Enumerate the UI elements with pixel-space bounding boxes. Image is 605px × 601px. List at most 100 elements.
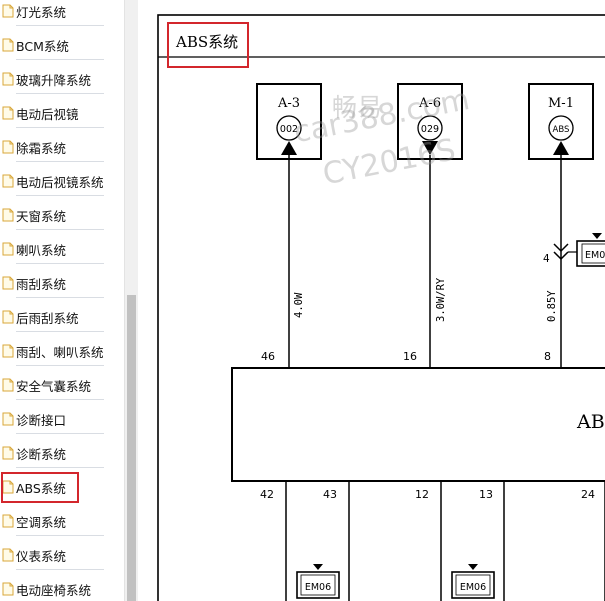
sidebar-item-label: 电动后视镜: [16, 106, 79, 122]
wire-label-m1: 0.85Y: [546, 290, 558, 322]
item-divider: [16, 263, 104, 264]
sidebar-item[interactable]: 除霜系统: [0, 132, 124, 162]
sidebar-item[interactable]: 诊断接口: [0, 404, 124, 434]
file-icon: [2, 344, 14, 358]
sidebar-item[interactable]: 空调系统: [0, 506, 124, 536]
sidebar-item-label: 雨刮、喇叭系统: [16, 344, 104, 360]
file-icon: [2, 378, 14, 392]
file-icon: [2, 140, 14, 154]
sidebar-item-label: 喇叭系统: [16, 242, 67, 258]
connector-a3-code: 002: [280, 124, 298, 135]
file-icon: [2, 310, 14, 324]
connector-a6-code: 029: [421, 124, 439, 135]
sidebar-item-label: 诊断系统: [16, 446, 67, 462]
item-divider: [16, 93, 104, 94]
sidebar-item-label: 诊断接口: [16, 412, 67, 428]
sidebar-item[interactable]: 天窗系统: [0, 200, 124, 230]
sidebar-item-label: BCM系统: [16, 38, 69, 54]
sidebar-scrollbar[interactable]: [124, 0, 138, 601]
ground-connector-em06-left[interactable]: EM06: [296, 564, 340, 599]
sidebar-item[interactable]: 仪表系统: [0, 540, 124, 570]
item-divider: [16, 535, 104, 536]
file-icon: [2, 276, 14, 290]
sidebar-item[interactable]: 灯光系统: [0, 0, 124, 26]
item-divider: [16, 297, 104, 298]
sidebar-item[interactable]: 安全气囊系统: [0, 370, 124, 400]
file-icon: [2, 208, 14, 222]
ground-connector-em06-right[interactable]: EM06: [451, 564, 495, 599]
file-icon: [2, 582, 14, 596]
arrow-up-icon: [553, 141, 569, 155]
file-icon: [2, 412, 14, 426]
connector-m1[interactable]: M-1 ABS: [528, 83, 594, 160]
item-divider: [16, 127, 104, 128]
sidebar-item[interactable]: 诊断系统: [0, 438, 124, 468]
side-pin-number: 4: [543, 253, 550, 265]
sidebar-item-label: 除霜系统: [16, 140, 67, 156]
wire-label-a3: 4.0W: [293, 292, 305, 318]
sidebar-item[interactable]: 电动后视镜: [0, 98, 124, 128]
connector-a6[interactable]: A-6 029: [397, 83, 463, 160]
sidebar-item-label: 雨刮系统: [16, 276, 67, 292]
file-icon: [2, 514, 14, 528]
file-icon: [2, 242, 14, 256]
item-divider: [16, 399, 104, 400]
sidebar-item-label: 电动后视镜系统: [16, 174, 104, 190]
item-divider: [16, 331, 104, 332]
sidebar-item[interactable]: BCM系统: [0, 30, 124, 60]
pin-number: 42: [260, 488, 274, 501]
sidebar-item-label: 电动座椅系统: [16, 582, 92, 598]
pin-number: 24: [581, 488, 595, 501]
sidebar-item[interactable]: 电动座椅系统: [0, 574, 124, 601]
sidebar-item-label: 安全气囊系统: [16, 378, 92, 394]
wiring-diagram: ABS系统 A-3 002 A-6 029 M-1 ABS: [157, 14, 605, 601]
sidebar-item[interactable]: 喇叭系统: [0, 234, 124, 264]
sidebar-item[interactable]: 电动后视镜系统: [0, 166, 124, 196]
ground-label-em06: EM06: [460, 582, 486, 593]
pin-number: 12: [415, 488, 429, 501]
file-icon: [2, 38, 14, 52]
file-icon: [2, 106, 14, 120]
file-icon: [2, 446, 14, 460]
diagram-viewer: ABS系统 A-3 002 A-6 029 M-1 ABS: [139, 0, 605, 601]
item-divider: [16, 365, 104, 366]
ground-label-em0: EM0: [585, 250, 605, 261]
connector-a3[interactable]: A-3 002: [256, 83, 322, 160]
connector-m1-name: M-1: [548, 96, 574, 111]
sidebar-item-label: 仪表系统: [16, 548, 67, 564]
wire-label-a6: 3.0W/RY: [435, 277, 447, 322]
sidebar-item[interactable]: 雨刮、喇叭系统: [0, 336, 124, 366]
connector-a3-name: A-3: [277, 96, 300, 111]
splice-chevron-icon: [553, 243, 569, 253]
diagram-title: ABS系统: [175, 33, 238, 51]
sidebar-item[interactable]: 后雨刮系统: [0, 302, 124, 332]
file-icon: [2, 72, 14, 86]
file-icon: [2, 548, 14, 562]
ground-marker-icon: [592, 233, 602, 239]
pin-number: 16: [403, 350, 417, 363]
sidebar-item[interactable]: 雨刮系统: [0, 268, 124, 298]
connector-m1-code: ABS: [553, 125, 570, 135]
diagram-frame: [157, 14, 605, 601]
splice-chevron-icon: [553, 251, 569, 261]
item-divider: [16, 59, 104, 60]
sidebar-item-label: 灯光系统: [16, 4, 67, 20]
scrollbar-thumb[interactable]: [127, 295, 136, 601]
ground-connector-em0[interactable]: EM0: [576, 233, 605, 267]
item-divider: [16, 467, 104, 468]
item-divider: [16, 195, 104, 196]
pin-number: 13: [479, 488, 493, 501]
file-icon: [2, 4, 14, 18]
pin-number: 46: [261, 350, 275, 363]
sidebar-item-label: 后雨刮系统: [16, 310, 79, 326]
pin-number: 43: [323, 488, 337, 501]
ground-marker-icon: [313, 564, 323, 570]
sidebar-item-label: 空调系统: [16, 514, 67, 530]
sidebar-item[interactable]: 玻璃升降系统: [0, 64, 124, 94]
file-icon: [2, 480, 14, 494]
abs-module-label: ABS: [576, 411, 605, 433]
pin-number: 8: [544, 350, 551, 363]
sidebar-item[interactable]: ABS系统: [0, 472, 124, 502]
abs-module[interactable]: [231, 367, 605, 482]
item-divider: [16, 25, 104, 26]
